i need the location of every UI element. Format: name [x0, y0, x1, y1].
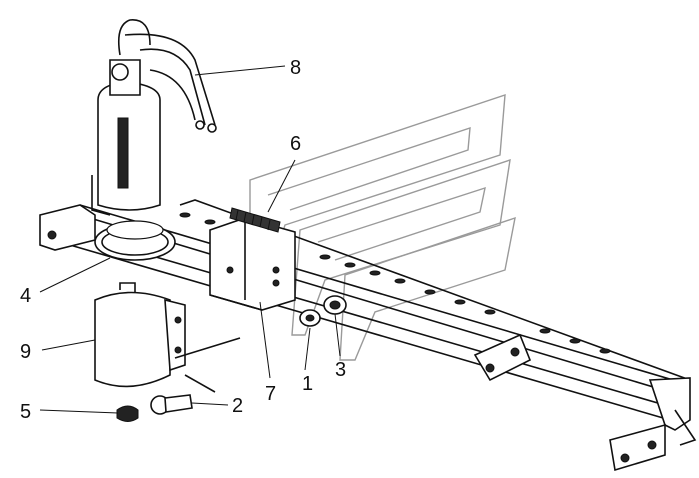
callout-8: 8	[290, 57, 301, 79]
mounting-rail	[39, 199, 697, 472]
plug	[116, 405, 139, 422]
bolt	[150, 394, 193, 415]
fire-extinguisher	[91, 19, 217, 216]
washer	[299, 309, 321, 327]
rubber-pad	[229, 207, 281, 233]
callout-9: 9	[20, 341, 31, 363]
bracket-plate	[209, 217, 296, 311]
callout-6: 6	[290, 133, 301, 155]
callout-labels: 8 6 4 9 5 2 7 1 3	[20, 57, 346, 423]
callout-4: 4	[20, 285, 31, 307]
leader-lines	[39, 65, 341, 414]
callout-2: 2	[232, 395, 243, 417]
nut	[323, 295, 347, 315]
callout-5: 5	[20, 401, 31, 423]
callout-1: 1	[302, 373, 313, 395]
holder-sleeve	[94, 282, 241, 393]
callout-7: 7	[265, 383, 276, 405]
callout-3: 3	[335, 359, 346, 381]
clamp-ring	[94, 220, 176, 261]
